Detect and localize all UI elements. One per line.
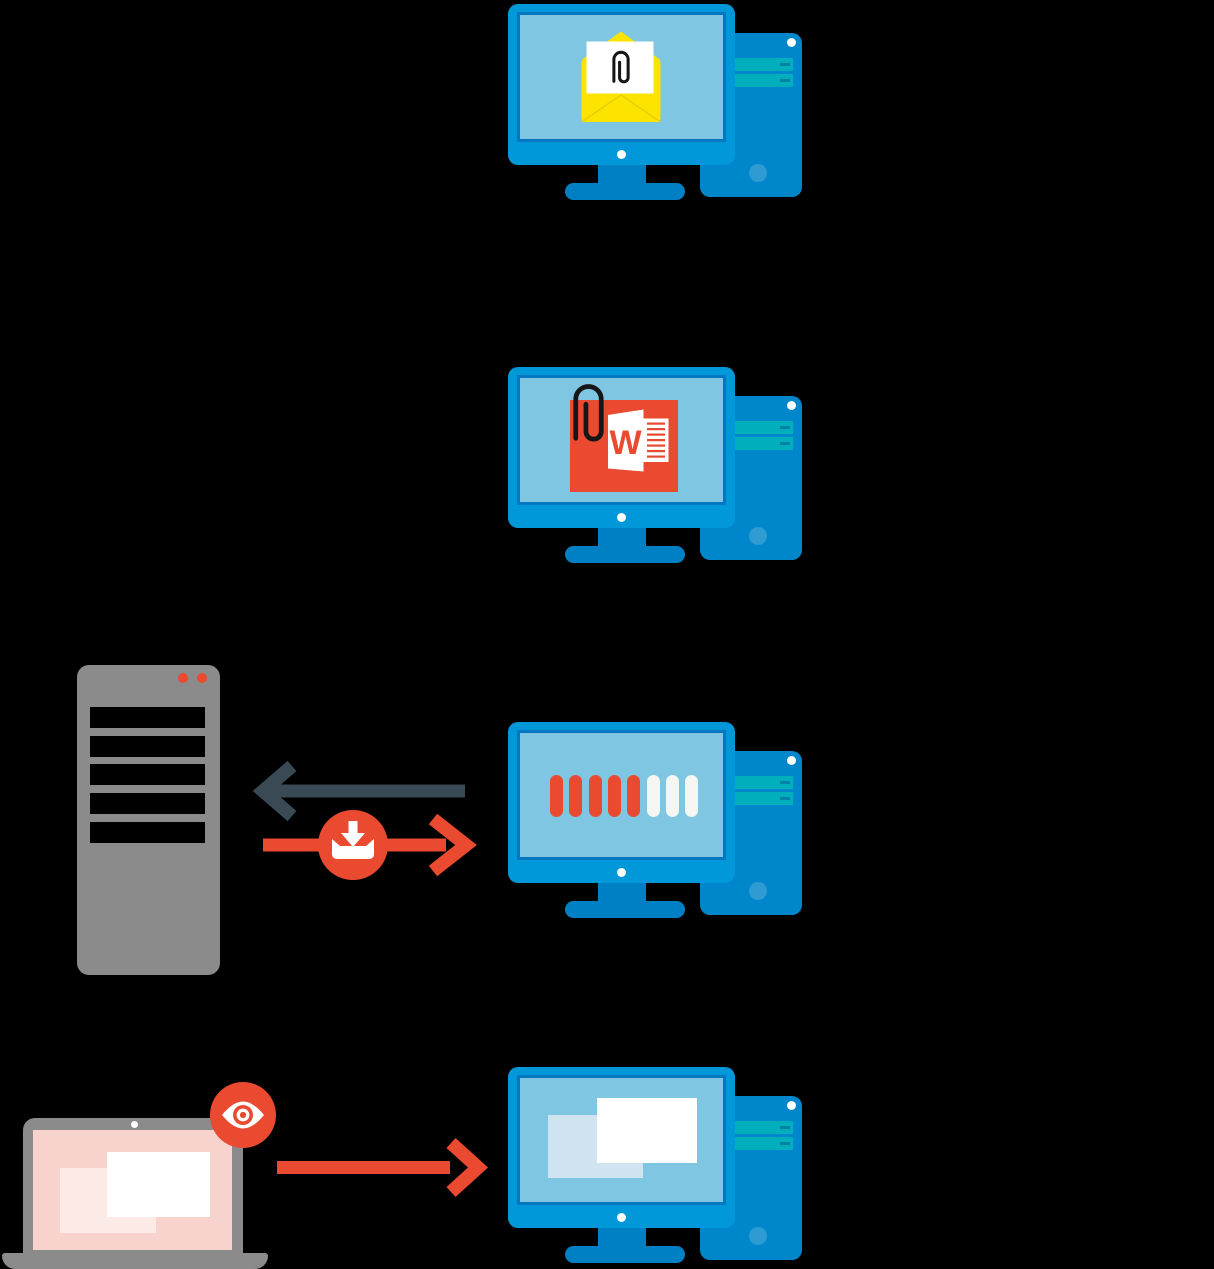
tower-power-light <box>787 756 796 765</box>
drive-bay-slot <box>780 797 790 800</box>
monitor: W <box>508 367 735 528</box>
server-vent-slot <box>90 764 205 785</box>
left-arrow-head-icon <box>252 760 297 822</box>
paperclip-icon <box>612 50 630 84</box>
monitor-screen: W <box>517 375 726 505</box>
right-arrow-head-icon <box>428 813 477 877</box>
desktop-computer-watched <box>508 1067 804 1267</box>
download-arrow-shaft <box>348 821 358 834</box>
tower-power-light <box>787 1101 796 1110</box>
monitor-stand-base <box>565 546 685 563</box>
envelope-front-flap <box>581 95 661 122</box>
server-vent-slot <box>90 793 205 814</box>
tower-power-light <box>787 38 796 47</box>
monitor <box>508 4 735 165</box>
screen-bar-white <box>666 775 679 817</box>
desktop-computer-word-doc: W <box>508 367 804 567</box>
desktop-computer-downloading <box>508 722 804 922</box>
laptop-base <box>2 1253 268 1269</box>
screen-bar-red <box>608 775 621 817</box>
spy-arrow-head-icon <box>446 1138 489 1197</box>
tower-button <box>749 164 767 182</box>
server-vent-slot <box>90 736 205 757</box>
monitor-stand-base <box>565 1246 685 1263</box>
monitor-stand-base <box>565 183 685 200</box>
tower-button <box>749 882 767 900</box>
eye-badge-icon <box>210 1082 276 1148</box>
monitor-power-light <box>617 150 626 159</box>
word-cover-panel <box>608 409 644 472</box>
drive-bay-slot <box>780 426 790 429</box>
screen-bar-red <box>627 775 640 817</box>
desktop-computer-email <box>508 4 804 204</box>
laptop-webcam <box>131 1121 138 1128</box>
monitor-screen <box>517 12 726 142</box>
laptop-frame <box>23 1118 243 1255</box>
monitor <box>508 1067 735 1228</box>
email-attachment-icon <box>581 31 661 123</box>
spy-arrow-shaft <box>277 1161 450 1174</box>
screen-bar-white <box>685 775 698 817</box>
monitor-stand-base <box>565 901 685 918</box>
monitor-power-light <box>617 513 626 522</box>
drive-bay-slot <box>780 63 790 66</box>
attacker-laptop <box>2 1118 268 1269</box>
server-vent-slot <box>90 822 205 843</box>
monitor <box>508 722 735 883</box>
tower-button <box>749 1227 767 1245</box>
download-arrow-head <box>341 833 365 847</box>
server-led <box>178 673 188 683</box>
drive-bay-slot <box>780 79 790 82</box>
download-badge-icon <box>318 810 388 880</box>
drive-bay-slot <box>780 1142 790 1145</box>
tower-button <box>749 527 767 545</box>
monitor-screen <box>517 1075 726 1205</box>
monitor-power-light <box>617 868 626 877</box>
monitor-screen <box>517 730 726 860</box>
laptop-screen <box>33 1130 232 1250</box>
tower-power-light <box>787 401 796 410</box>
left-arrow-shaft <box>270 784 465 798</box>
monitor-power-light <box>617 1213 626 1222</box>
upload-arrow-left <box>252 760 465 822</box>
spy-arrow-right <box>277 1138 489 1197</box>
screen-bar-red <box>569 775 582 817</box>
screen-bar-red <box>589 775 602 817</box>
drive-bay-slot <box>780 1126 790 1129</box>
drive-bay-slot <box>780 442 790 445</box>
screen-bar-white <box>647 775 660 817</box>
paperclip-icon <box>573 384 604 442</box>
server-led <box>197 673 207 683</box>
eye-icon <box>222 1101 264 1129</box>
drive-bay-slot <box>780 781 790 784</box>
word-page-lines <box>647 422 665 458</box>
server-vent-slot <box>90 707 205 728</box>
word-letter: W <box>609 424 642 462</box>
envelope-fold-line <box>581 94 661 123</box>
screen-bar-red <box>550 775 563 817</box>
desktop-window-front <box>597 1098 697 1163</box>
laptop-window-front <box>107 1152 210 1217</box>
word-document-icon: W <box>570 384 678 492</box>
server-tower <box>77 665 220 975</box>
download-tray <box>332 839 374 859</box>
